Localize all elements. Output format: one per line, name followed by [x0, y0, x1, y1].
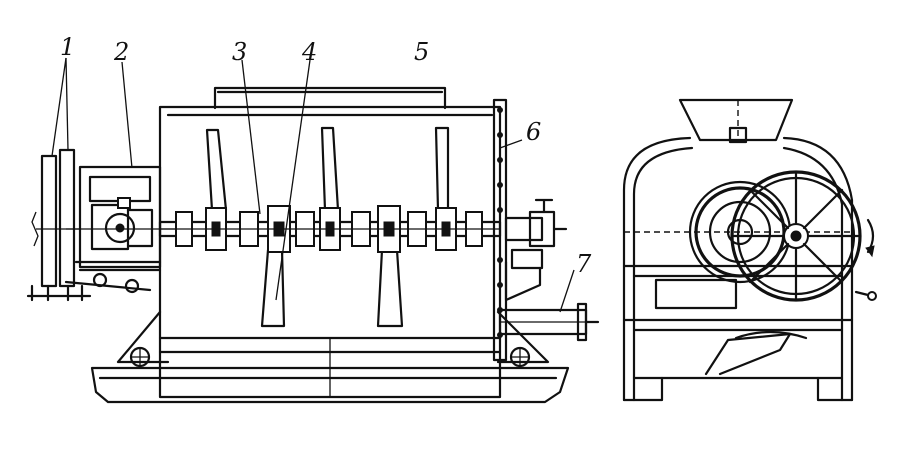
top-hopper	[213, 86, 447, 110]
callout-4: 4	[301, 38, 317, 66]
drive-unit	[64, 165, 176, 294]
callout-7: 7	[576, 250, 592, 278]
callout-5: 5	[414, 38, 429, 66]
outlet-pipe	[498, 302, 600, 342]
callout-1: 1	[60, 33, 75, 61]
end-view	[622, 98, 877, 402]
leader-lines	[51, 57, 575, 313]
callout-labels: 1 2 3 4 5 6 7	[60, 33, 592, 278]
main-shaft	[158, 205, 502, 253]
right-end-assembly	[504, 198, 568, 302]
left-posts	[26, 148, 92, 302]
callout-6: 6	[526, 118, 541, 146]
callout-3: 3	[232, 38, 247, 66]
side-view	[26, 57, 600, 404]
skid-base	[90, 310, 570, 404]
callout-2: 2	[113, 38, 129, 66]
